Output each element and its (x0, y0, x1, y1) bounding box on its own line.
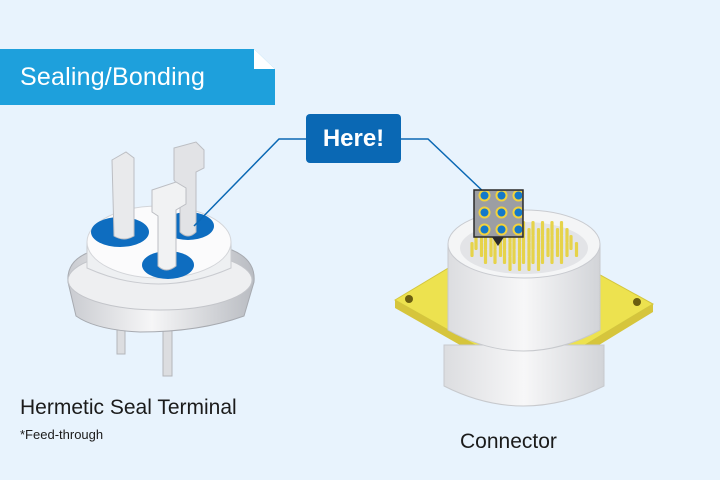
flange-hole-right (633, 298, 641, 306)
inset-pointer (492, 237, 504, 246)
connector-pin (502, 249, 507, 264)
here-label: Here! (322, 125, 385, 152)
connector-pin (536, 256, 541, 271)
connector-pin (546, 228, 550, 243)
connector-pin (550, 235, 554, 250)
leader-line-terminal (193, 138, 306, 227)
terminal-pin-left (111, 151, 135, 240)
connector-pin (555, 242, 560, 257)
terminal-lead-right (162, 325, 173, 377)
connector-pin (483, 249, 488, 264)
banner-label: Sealing/Bonding (20, 63, 206, 91)
terminal-note: *Feed-through (20, 427, 104, 442)
connector-pin (527, 228, 531, 243)
section-banner: Sealing/Bonding (0, 49, 275, 105)
connector-pin (565, 228, 569, 243)
connector-pin (512, 249, 516, 264)
connector-pin (540, 221, 545, 236)
connector-pin (550, 221, 554, 236)
connector-pin (540, 235, 545, 250)
flange-hole-left (405, 295, 413, 303)
connector-pin (536, 242, 541, 257)
connector-pin (502, 235, 507, 250)
connector-pin (559, 235, 564, 250)
connector-pin (474, 235, 478, 250)
connector-pin (569, 235, 573, 250)
terminal-caption: Hermetic Seal Terminal (20, 396, 237, 419)
terminal-pin-front (151, 181, 187, 271)
connector-pin (498, 242, 503, 257)
connector-pin (531, 235, 535, 250)
connector-pin (559, 249, 564, 264)
leader-line-connector (401, 138, 489, 197)
connector-pin (508, 256, 512, 271)
connector-flange-side (395, 300, 653, 386)
connector (394, 209, 655, 407)
connector-pin (521, 249, 526, 264)
connector-pin (493, 249, 497, 264)
connector-pin (489, 242, 493, 257)
magnified-seal-inset (473, 189, 524, 246)
connector-pin (531, 221, 535, 236)
connector-pin (559, 221, 564, 236)
connector-pin (540, 249, 545, 264)
connector-pin (565, 242, 569, 257)
connector-pin (512, 235, 516, 250)
inset-pattern (475, 191, 522, 236)
connector-pin (550, 249, 554, 264)
connector-pin (574, 242, 579, 257)
connector-pin (470, 242, 474, 257)
hermetic-seal-terminal (67, 141, 255, 377)
connector-pin (555, 228, 560, 243)
connector-pin (479, 242, 484, 257)
connector-pin (483, 235, 488, 250)
connector-pin (536, 228, 541, 243)
connector-pin (527, 242, 531, 257)
connector-pin (546, 242, 550, 257)
connector-pin (527, 256, 531, 271)
here-callout: Here! (306, 114, 401, 163)
connector-pin (517, 256, 522, 271)
connector-rear-body (443, 344, 605, 407)
connector-pin (517, 242, 522, 257)
connector-caption: Connector (460, 430, 557, 453)
connector-pin (521, 235, 526, 250)
connector-pin (531, 249, 535, 264)
terminal-pin-right (173, 141, 205, 237)
connector-pin (508, 242, 512, 257)
